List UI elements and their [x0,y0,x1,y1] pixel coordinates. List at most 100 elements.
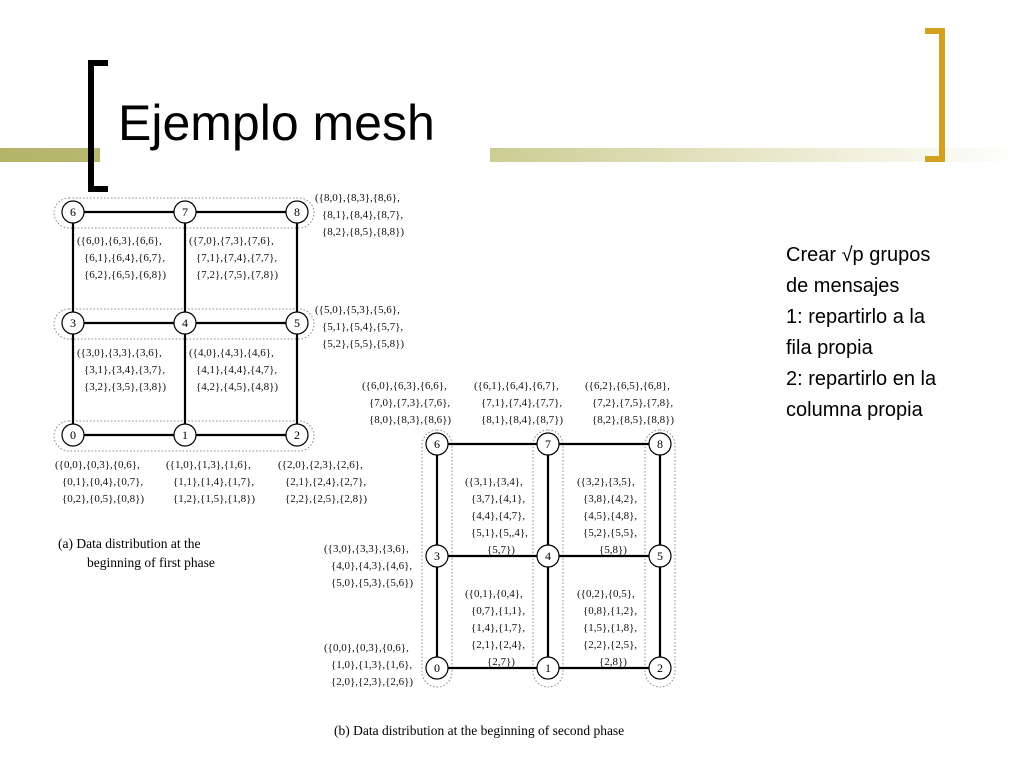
note-line: Crear √p grupos [786,244,931,266]
node: 6 [61,200,85,224]
svg-text:({2,0},{2,3},{2,6},: ({2,0},{2,3},{2,6}, [278,459,363,471]
column-group-outline [421,429,453,688]
node: 5 [648,544,672,568]
figure-b-caption: (b) Data distribution at the beginning o… [334,723,624,738]
title-background [100,95,490,165]
svg-text:{7,1},{7,4},{7,7},: {7,1},{7,4},{7,7}, [196,252,277,264]
row-group-outline [53,420,315,452]
row-group-outline [53,308,315,340]
svg-text:{2,1},{2,4},: {2,1},{2,4}, [471,639,525,651]
node-label: ({6,0},{6,3},{6,6}, {6,1},{6,4},{6,7}, {… [77,235,166,281]
svg-text:5: 5 [294,316,300,330]
node-label: ({5,0},{5,3},{5,6}, {5,1},{5,4},{5,7}, {… [315,304,404,350]
svg-text:{5,7}): {5,7}) [487,544,515,556]
node: 8 [648,432,672,456]
note-line: 2: repartirlo en la [786,368,937,390]
svg-text:({8,0},{8,3},{8,6},: ({8,0},{8,3},{8,6}, [315,192,400,204]
svg-text:{1,0},{1,3},{1,6},: {1,0},{1,3},{1,6}, [331,659,412,671]
svg-text:{5,1},{5,,4},: {5,1},{5,,4}, [471,527,528,539]
node: 4 [536,544,560,568]
node: 6 [425,432,449,456]
svg-text:7: 7 [182,205,188,219]
node-label: ({3,1},{3,4}, {3,7},{4,1}, {4,4},{4,7}, … [465,476,528,556]
node: 7 [173,200,197,224]
node-label: ({0,0},{0,3},{0,6}, {1,0},{1,3},{1,6}, {… [324,642,413,688]
svg-text:({1,0},{1,3},{1,6},: ({1,0},{1,3},{1,6}, [166,459,251,471]
node-label: ({6,1},{6,4},{6,7}, {7,1},{7,4},{7,7}, {… [474,380,563,426]
node: 7 [536,432,560,456]
svg-text:{2,8}): {2,8}) [599,656,627,668]
svg-text:{6,1},{6,4},{6,7},: {6,1},{6,4},{6,7}, [84,252,165,264]
svg-text:({0,2},{0,5},: ({0,2},{0,5}, [577,588,635,600]
figure-a-caption: beginning of first phase [87,555,215,570]
svg-text:6: 6 [70,205,76,219]
svg-text:1: 1 [545,661,551,675]
figure-b: 6 7 8 3 4 5 0 1 2 ({6,0},{6,3},{6,6}, {7… [324,380,676,738]
node-label: ({0,2},{0,5}, {0,8},{1,2}, {1,5},{1,8}, … [577,588,637,668]
svg-text:7: 7 [545,437,551,451]
node-label: ({3,0},{3,3},{3,6}, {3,1},{3,4},{3,7}, {… [77,347,166,393]
svg-text:{1,2},{1,5},{1,8}): {1,2},{1,5},{1,8}) [173,493,255,505]
node: 1 [536,656,560,680]
svg-text:({3,1},{3,4},: ({3,1},{3,4}, [465,476,523,488]
svg-text:3: 3 [70,316,76,330]
svg-text:({4,0},{4,3},{4,6},: ({4,0},{4,3},{4,6}, [189,347,274,359]
svg-text:{2,7}): {2,7}) [487,656,515,668]
slide-title: Ejemplo mesh [118,95,435,151]
node-label: ({0,0},{0,3},{0,6}, {0,1},{0,4},{0,7}, {… [55,459,144,505]
svg-text:2: 2 [294,428,300,442]
slide-notes: Crear √p grupos de mensajes 1: repartirl… [786,240,936,426]
svg-text:3: 3 [434,549,440,563]
node-label: ({3,0},{3,3},{3,6}, {4,0},{4,3},{4,6}, {… [324,543,413,589]
svg-text:{4,2},{4,5},{4,8}): {4,2},{4,5},{4,8}) [196,381,278,393]
svg-text:{0,1},{0,4},{0,7},: {0,1},{0,4},{0,7}, [62,476,143,488]
svg-text:({5,0},{5,3},{5,6},: ({5,0},{5,3},{5,6}, [315,304,400,316]
svg-text:0: 0 [434,661,440,675]
svg-text:{8,0},{8,3},{8,6}): {8,0},{8,3},{8,6}) [369,414,451,426]
svg-text:{3,7},{4,1},: {3,7},{4,1}, [471,493,525,505]
svg-text:{0,7},{1,1},: {0,7},{1,1}, [471,605,525,617]
svg-text:8: 8 [657,437,663,451]
svg-text:({0,1},{0,4},: ({0,1},{0,4}, [465,588,523,600]
svg-text:{7,2},{7,5},{7,8},: {7,2},{7,5},{7,8}, [592,397,673,409]
svg-text:({3,0},{3,3},{3,6},: ({3,0},{3,3},{3,6}, [77,347,162,359]
svg-text:{4,5},{4,8},: {4,5},{4,8}, [583,510,637,522]
svg-text:{2,1},{2,4},{2,7},: {2,1},{2,4},{2,7}, [285,476,366,488]
node: 8 [285,200,309,224]
figure-a: 6 7 8 3 4 5 0 1 2 ({6,0},{6,3},{6,6}, {6… [53,192,404,570]
svg-text:{2,0},{2,3},{2,6}): {2,0},{2,3},{2,6}) [331,676,413,688]
svg-text:{8,2},{8,5},{8,8}): {8,2},{8,5},{8,8}) [322,226,404,238]
svg-text:({0,0},{0,3},{0,6},: ({0,0},{0,3},{0,6}, [55,459,140,471]
note-line: fila propia [786,337,873,359]
svg-text:{7,2},{7,5},{7,8}): {7,2},{7,5},{7,8}) [196,269,278,281]
svg-text:6: 6 [434,437,440,451]
node-label: ({2,0},{2,3},{2,6}, {2,1},{2,4},{2,7}, {… [278,459,367,505]
svg-text:({6,2},{6,5},{6,8},: ({6,2},{6,5},{6,8}, [585,380,670,392]
svg-text:{0,8},{1,2},: {0,8},{1,2}, [583,605,637,617]
svg-text:{7,1},{7,4},{7,7},: {7,1},{7,4},{7,7}, [481,397,562,409]
svg-text:4: 4 [182,316,188,330]
svg-text:{4,1},{4,4},{4,7},: {4,1},{4,4},{4,7}, [196,364,277,376]
node: 2 [648,656,672,680]
svg-text:{1,5},{1,8},: {1,5},{1,8}, [583,622,637,634]
svg-text:{3,2},{3,5},{3,8}): {3,2},{3,5},{3,8}) [84,381,166,393]
node: 2 [285,423,309,447]
svg-text:({3,2},{3,5},: ({3,2},{3,5}, [577,476,635,488]
svg-text:{5,2},{5,5},{5,8}): {5,2},{5,5},{5,8}) [322,338,404,350]
node-label: ({6,0},{6,3},{6,6}, {7,0},{7,3},{7,6}, {… [362,380,451,426]
svg-text:1: 1 [182,428,188,442]
node-label: ({8,0},{8,3},{8,6}, {8,1},{8,4},{8,7}, {… [315,192,404,238]
node-label: ({0,1},{0,4}, {0,7},{1,1}, {1,4},{1,7}, … [465,588,525,668]
node-label: ({1,0},{1,3},{1,6}, {1,1},{1,4},{1,7}, {… [166,459,255,505]
svg-text:{5,2},{5,5},: {5,2},{5,5}, [583,527,637,539]
svg-text:5: 5 [657,549,663,563]
column-group-outline [644,429,676,688]
node: 3 [425,544,449,568]
row-group-outline [53,197,315,229]
note-line: de mensajes [786,275,900,297]
node-label: ({3,2},{3,5}, {3,8},{4,2}, {4,5},{4,8}, … [577,476,637,556]
svg-text:{7,0},{7,3},{7,6},: {7,0},{7,3},{7,6}, [369,397,450,409]
node: 1 [173,423,197,447]
node: 0 [425,656,449,680]
